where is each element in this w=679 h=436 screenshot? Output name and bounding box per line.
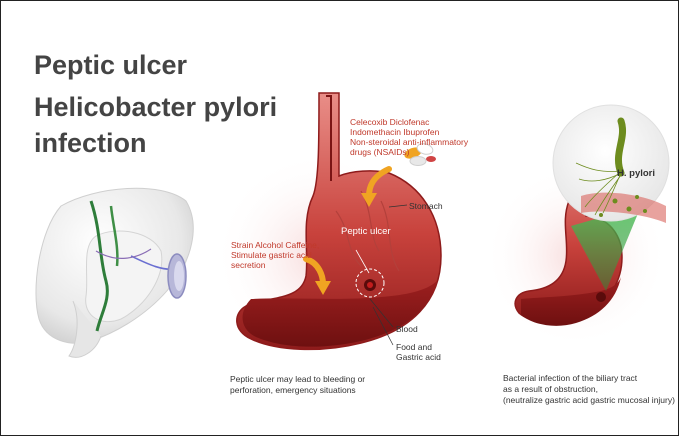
drugs-label-1: Celecoxib Diclofenac [350,117,429,127]
peptic-ulcer-label: Peptic ulcer [341,227,391,237]
strain-label-2: Stimulate gastric acid [231,250,312,260]
strain-label-1: Strain Alcohol Caffeine, [231,240,319,250]
blood-label: Blood [396,324,418,334]
drugs-label-2: Indomethacin Ibuprofen [350,127,439,137]
h-pylori-label: H. pylori [617,169,655,179]
strain-label-3: secretion [231,260,266,270]
hpylori-illustration [484,105,669,348]
middle-caption-1: Peptic ulcer may lead to bleeding or [230,374,365,385]
liver-illustration [36,188,193,357]
food-label-1: Food and [396,342,432,352]
drugs-label-3: Non-steroidal anti-inflammatory [350,137,468,147]
right-caption-1: Bacterial infection of the biliary tract [503,373,637,384]
middle-caption-2: perforation, emergency situations [230,385,356,396]
title-line-2: Helicobacter pylori [34,91,277,123]
title-line-1: Peptic ulcer [34,49,187,81]
food-label-2: Gastric acid [396,352,441,362]
title-line-3: infection [34,127,147,159]
drugs-label-4: drugs (NSAIDs) [350,147,410,157]
right-caption-2: as a result of obstruction, [503,384,598,395]
right-caption-3: (neutralize gastric acid gastric mucosal… [503,395,675,406]
stomach-label: Stomach [409,201,443,211]
